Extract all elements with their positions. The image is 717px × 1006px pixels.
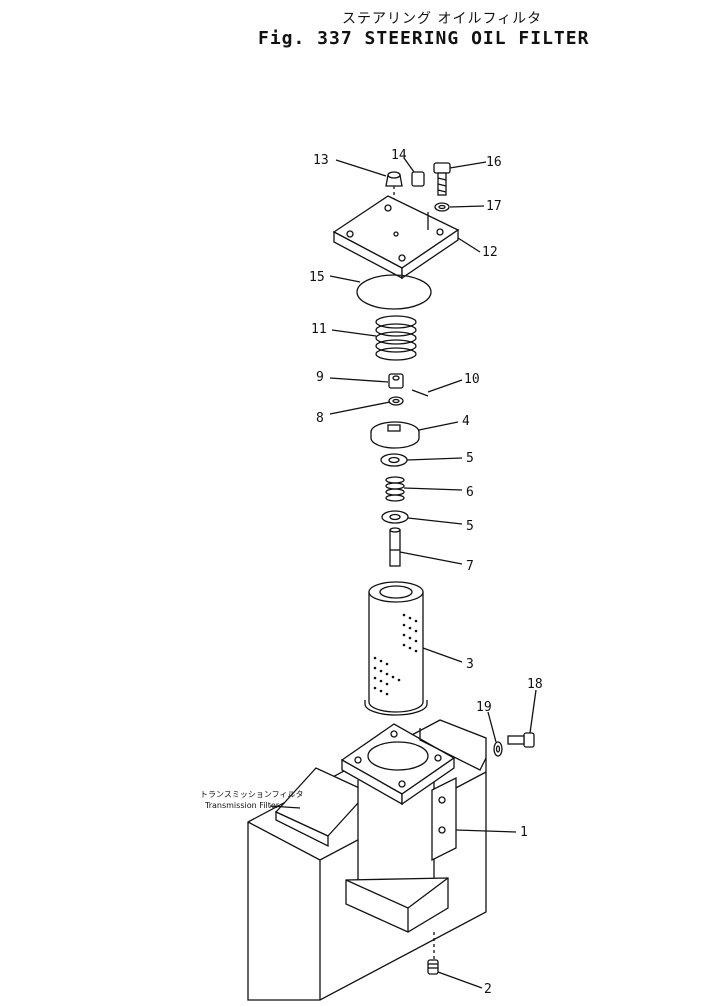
figure-title: Fig. 337 STEERING OIL FILTER	[258, 28, 590, 49]
part-5-seat-upper	[380, 453, 408, 467]
part-14-plug	[411, 171, 425, 187]
part-9-nut	[388, 373, 404, 389]
part-1-filter-housing	[340, 723, 487, 960]
callout-19: 19	[476, 700, 492, 715]
callout-8: 8	[316, 411, 324, 426]
callout-15: 15	[309, 270, 325, 285]
callout-6: 6	[466, 485, 474, 500]
leader-lines	[269, 157, 537, 989]
callout-12: 12	[482, 245, 498, 260]
callout-3: 3	[466, 657, 474, 672]
part-2-drain-plug	[427, 959, 439, 975]
callout-11: 11	[311, 322, 327, 337]
part-11-spring	[375, 315, 417, 361]
callout-4: 4	[462, 414, 470, 429]
part-10-pin	[411, 389, 429, 397]
part-15-o-ring	[356, 274, 432, 310]
callout-2: 2	[484, 982, 492, 997]
callout-1: 1	[520, 825, 528, 840]
callout-5-upper: 5	[466, 451, 474, 466]
callout-10: 10	[464, 372, 480, 387]
callout-5-lower: 5	[466, 519, 474, 534]
callout-14: 14	[391, 148, 407, 163]
part-5-seat-lower	[381, 510, 409, 524]
callout-9: 9	[316, 370, 324, 385]
part-16-bolt	[433, 162, 451, 196]
annotation-english: Transmission Filter	[204, 801, 280, 810]
part-18-bolt	[507, 732, 535, 748]
part-7-stud	[389, 527, 401, 567]
part-17-washer	[434, 202, 450, 212]
part-8-washer	[388, 396, 404, 406]
part-4-valve	[370, 421, 420, 449]
callout-17: 17	[486, 199, 502, 214]
callout-18: 18	[527, 677, 543, 692]
part-3-filter-element	[364, 581, 428, 716]
part-6-spring	[385, 476, 405, 502]
callout-7: 7	[466, 559, 474, 574]
annotation-japanese: トランスミッションフィルタ	[200, 790, 303, 799]
callout-16: 16	[486, 155, 502, 170]
part-19-washer	[493, 741, 503, 757]
part-12-cover-plate	[332, 195, 460, 280]
part-13-fitting	[385, 171, 403, 205]
figure-title-japanese: ステアリング オイルフィルタ	[342, 11, 543, 27]
callout-13: 13	[313, 153, 329, 168]
